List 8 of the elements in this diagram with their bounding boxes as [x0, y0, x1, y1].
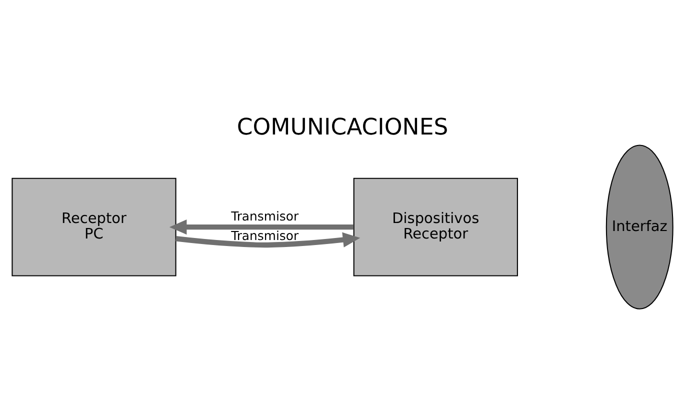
node-box: Dispositivos Receptor: [353, 177, 518, 276]
arrow: [176, 232, 360, 248]
diagram-title: COMUNICACIONES: [236, 114, 448, 140]
node-ellipse: Interfaz: [606, 144, 674, 309]
arrow: [169, 218, 354, 234]
edge-label: Transmisor: [231, 208, 299, 223]
node-box: Receptor PC: [12, 177, 176, 276]
edge-label: Transmisor: [231, 228, 299, 243]
